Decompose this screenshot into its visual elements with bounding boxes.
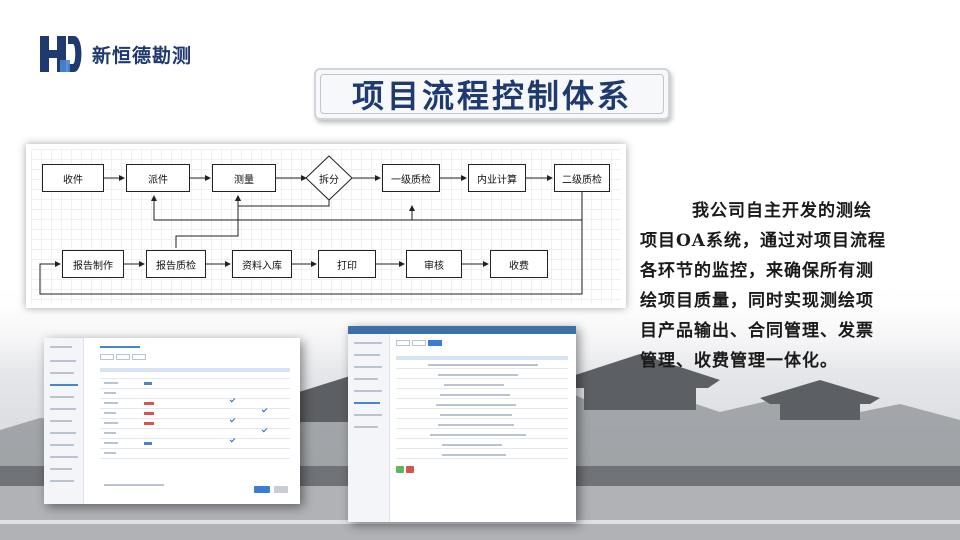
description-line: 我公司自主开发的测绘 [692, 201, 872, 221]
hd-logo-icon [40, 36, 82, 72]
flow-node-qc2: 二级质检 [554, 164, 610, 192]
oa-sidebar [348, 334, 390, 522]
title-banner: 项目流程控制体系 [314, 68, 670, 120]
company-name: 新恒德勘测 [92, 44, 193, 67]
flow-node-charge: 收费 [490, 250, 548, 278]
flow-node-archive: 资料入库 [232, 250, 292, 278]
description-line: 项目OA系统，通过对项目流程 [640, 231, 886, 251]
flow-node-split: 拆分 [319, 175, 339, 186]
title-banner-frame [320, 74, 664, 114]
flowchart-panel: 收件 派件 测量 拆分 一级质检 内业计算 二级质检 报告制作 报告质检 资料入… [26, 144, 626, 308]
description-line: 各环节的监控，来确保所有测 [640, 261, 874, 281]
flow-node-report-qc: 报告质检 [146, 250, 206, 278]
description-text: 我公司自主开发的测绘 项目OA系统，通过对项目流程 各环节的监控，来确保所有测 … [640, 196, 928, 376]
page-title: 项目流程控制体系 [351, 77, 632, 115]
company-logo: 新恒德勘测 [38, 30, 192, 78]
flow-node-dispatch: 派件 [126, 164, 190, 192]
flowchart-connectors [39, 155, 583, 295]
oa-screenshot-right [348, 326, 576, 522]
flow-node-survey: 测量 [212, 164, 276, 192]
flow-node-office-calc: 内业计算 [468, 164, 526, 192]
oa-sidebar [44, 338, 84, 504]
flow-node-print: 打印 [318, 250, 376, 278]
flow-node-receive: 收件 [42, 164, 104, 192]
oa-topbar [348, 326, 576, 334]
flow-node-qc1: 一级质检 [382, 164, 440, 192]
description-line: 管理、收费管理一体化。 [640, 351, 838, 371]
oa-screenshot-left [44, 338, 300, 504]
flow-node-review: 审核 [406, 250, 462, 278]
description-line: 目产品输出、合同管理、发票 [640, 321, 874, 341]
description-line: 绘项目质量，同时实现测绘项 [640, 291, 874, 311]
flow-node-report-make: 报告制作 [62, 250, 124, 278]
